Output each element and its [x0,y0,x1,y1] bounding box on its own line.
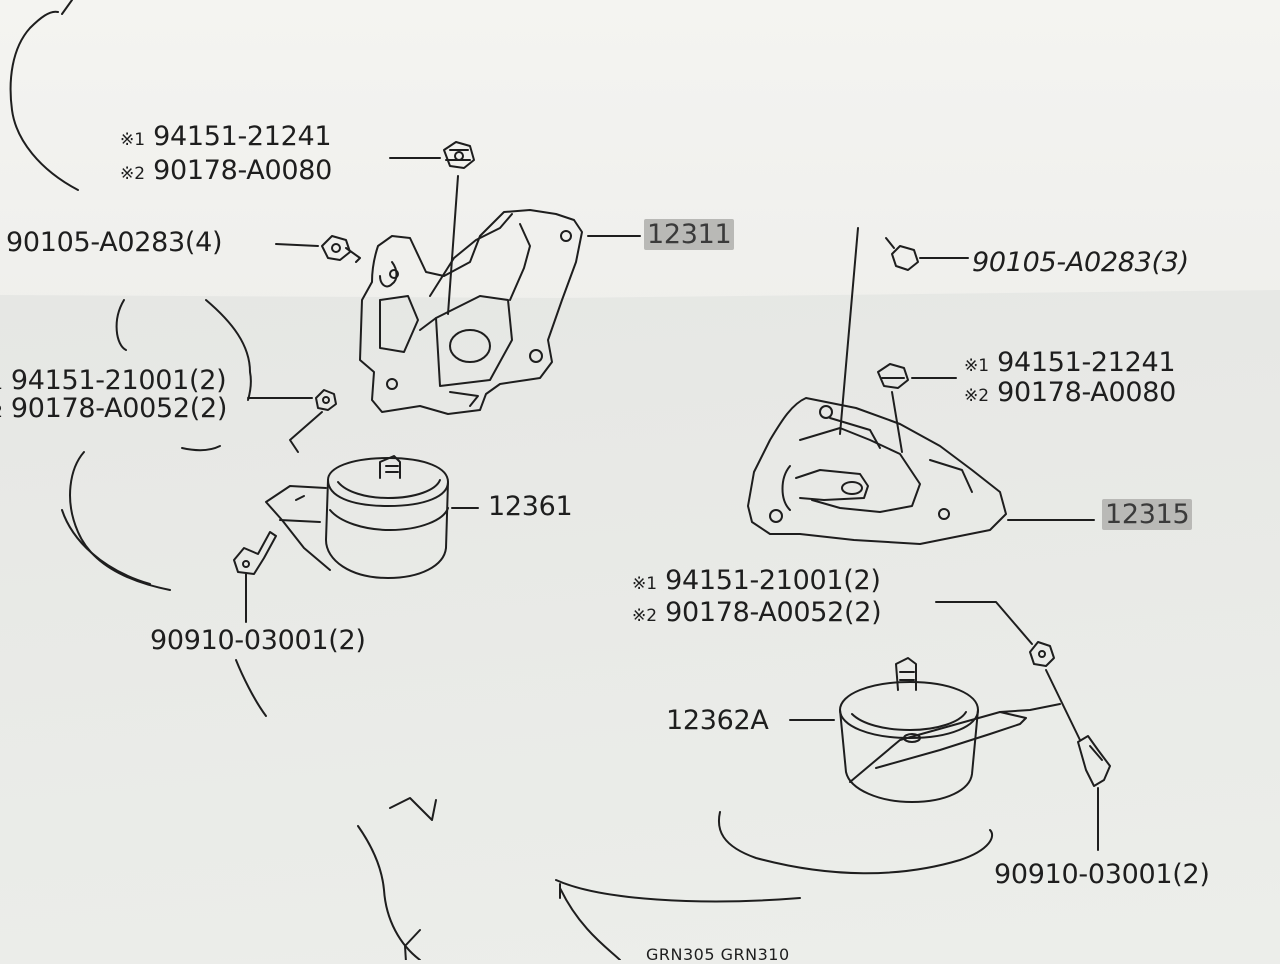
part-label-12362a: 12362A [666,705,769,736]
callout-nut-right-2: ※2 90178-A0080 [964,378,1176,411]
leader-line [1045,669,1081,741]
nut-icon [1029,641,1055,667]
part-label-bolt-left-lower: 90910-03001(2) [150,625,366,656]
nut-icon [315,389,337,411]
part-number: 94151-21241 [153,121,332,152]
bracket-12311-icon [359,209,641,415]
leader-line [447,175,459,315]
part-number: 90178-A0052(2) [10,393,228,424]
paper-upper-fold [0,0,1280,320]
engine-mount-12361-icon [265,455,479,579]
bolt-icon [321,235,361,263]
leader-line [289,411,323,453]
callout-mark: ※1 [632,574,658,594]
nut-icon [443,141,475,169]
bracket-12315-icon [747,397,1095,545]
callout-nut-2: ※2 90178-A0080 [120,156,332,189]
engine-mount-12362a-icon [789,657,1061,803]
part-number: 94151-21001(2) [10,365,227,396]
leader-line [839,227,859,435]
part-number: 90178-A0080 [153,155,332,186]
callout-nut-lower-2: ※2 90178-A0052(2) [632,597,882,631]
part-number: 94151-21001(2) [665,565,881,596]
callout-mark: ※1 [964,356,990,376]
part-number: 90178-A0052(2) [665,597,882,628]
callout-mark: ※2 [964,386,990,406]
part-number: 94151-21241 [997,347,1176,378]
model-codes-footer: GRN305 GRN310 [646,945,790,964]
bolt-icon [233,531,277,575]
part-label-bolt-right-lower: 90910-03001(2) [994,859,1210,890]
bolt-icon [1077,735,1111,787]
leader-line [275,243,319,247]
part-label-bolt-left: 90105-A0283(4) [6,227,223,258]
engine-outline-arcs [9,0,994,960]
nut-icon [877,363,909,389]
part-label-bolt-right: 90105-A0283(3) [972,247,1189,278]
highlighted-part-number: 12311 [644,219,735,250]
callout-mark: ※1 [120,130,146,150]
highlighted-part-number: 12315 [1102,499,1193,530]
callout-nut-right-1: ※1 94151-21241 [964,347,1176,381]
part-number: 90178-A0080 [997,377,1176,408]
callout-nut-left-1: 1 94151-21001(2) [0,365,227,399]
part-label-12315: 12315 [1102,499,1193,530]
callout-nut-lower-1: ※1 94151-21001(2) [632,566,881,599]
callout-mark: ※2 [120,164,146,184]
bolt-icon [885,237,919,271]
part-label-12361: 12361 [488,491,573,522]
callout-nut-1: ※1 94151-21241 [120,121,332,155]
leader-line [935,601,1033,645]
callout-mark: ※2 [632,606,658,626]
callout-nut-left-2: 2 90178-A0052(2) [0,394,227,427]
callout-mark: 1 [0,374,3,394]
part-label-12311: 12311 [644,219,735,250]
callout-mark: 2 [0,402,3,422]
